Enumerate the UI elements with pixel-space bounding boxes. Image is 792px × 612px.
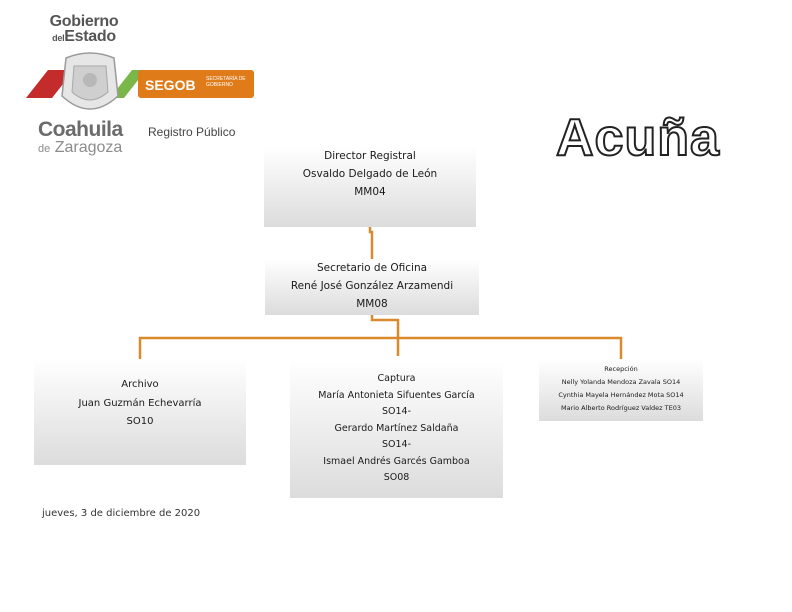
archivo-code: SO10 xyxy=(126,416,154,427)
recepcion-line: Nelly Yolanda Mendoza Zavala SO14 xyxy=(561,378,681,386)
director-name: Osvaldo Delgado de León xyxy=(302,168,438,180)
date-footer: jueves, 3 de diciembre de 2020 xyxy=(42,508,201,519)
recepcion-line: Cynthia Mayela Hernández Mota SO14 xyxy=(558,391,684,399)
city-title: Acuña xyxy=(555,108,720,168)
director-code: MM04 xyxy=(354,186,386,198)
director-title: Director Registral xyxy=(324,150,416,162)
segob-sub-label: SECRETARÍA DE GOBIERNO xyxy=(206,76,246,88)
recepcion-box: Recepción Nelly Yolanda Mendoza Zavala S… xyxy=(539,359,703,421)
captura-title: Captura xyxy=(377,373,416,384)
zaragoza-text: de Zaragoza xyxy=(38,139,123,156)
recepcion-title: Recepción xyxy=(604,365,638,373)
director-box: Director Registral Osvaldo Delgado de Le… xyxy=(264,147,476,227)
archivo-name: Juan Guzmán Echevarría xyxy=(78,397,202,409)
captura-line: Ismael Andrés Garcés Gamboa xyxy=(323,455,470,467)
captura-line: Gerardo Martínez Saldaña xyxy=(334,422,459,434)
coahuila-text: Coahuila xyxy=(38,118,123,141)
archivo-box: Archivo Juan Guzmán Echevarría SO10 xyxy=(34,359,246,465)
recepcion-line: Mario Alberto Rodríguez Valdez TE03 xyxy=(561,404,681,412)
estado-text: delEstado xyxy=(52,28,116,45)
coat-of-arms-icon xyxy=(26,52,254,110)
registro-publico-label: Registro Público xyxy=(148,125,236,139)
captura-line: María Antonieta Sifuentes García xyxy=(318,389,475,401)
archivo-title: Archivo xyxy=(121,379,159,390)
secretario-title: Secretario de Oficina xyxy=(316,262,428,274)
secretario-code: MM08 xyxy=(356,298,388,310)
captura-line: SO14- xyxy=(381,406,412,417)
captura-line: SO08 xyxy=(383,472,410,483)
segob-label: SEGOB xyxy=(145,77,196,93)
gobierno-del-estado-logo: Gobierno delEstado xyxy=(48,14,120,46)
captura-box: Captura María Antonieta Sifuentes García… xyxy=(290,359,503,498)
captura-line: SO14- xyxy=(381,439,412,450)
secretario-box: Secretario de Oficina René José González… xyxy=(265,259,479,315)
secretario-name: René José González Arzamendi xyxy=(290,280,454,292)
gobierno-text: Gobierno xyxy=(49,13,119,30)
